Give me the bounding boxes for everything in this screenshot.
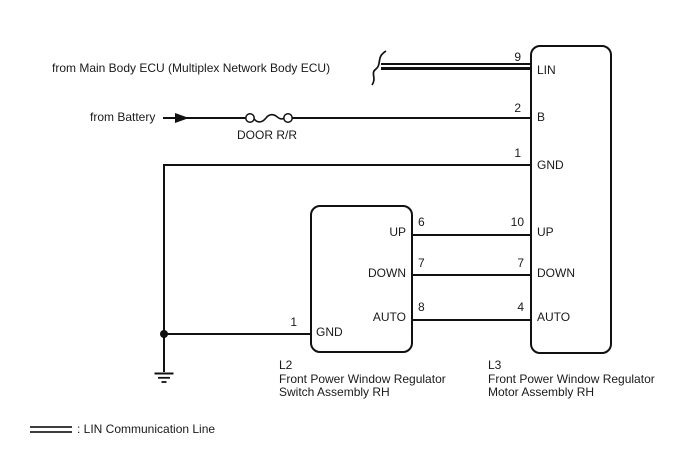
auto-wire bbox=[413, 319, 530, 321]
gnd-wire-vertical bbox=[163, 164, 165, 373]
motor-assembly-box bbox=[530, 45, 612, 354]
motor-assembly-id: L3 bbox=[488, 358, 502, 372]
pin-label-l3-b: B bbox=[537, 110, 546, 124]
battery-wire-segment bbox=[163, 117, 246, 119]
pin-number-l3-up: 10 bbox=[510, 215, 524, 229]
pin-number-l3-gnd: 1 bbox=[514, 146, 521, 160]
main-ecu-source-label: from Main Body ECU (Multiplex Network Bo… bbox=[52, 61, 331, 75]
switch-assembly-name-line2: Switch Assembly RH bbox=[279, 384, 390, 399]
pin-label-l2-up: UP bbox=[389, 225, 406, 239]
switch-assembly-name-line1: Front Power Window Regulator bbox=[279, 372, 446, 386]
ground-icon bbox=[154, 372, 174, 383]
relay-label: DOOR R/R bbox=[237, 128, 297, 142]
pin-label-l2-auto: AUTO bbox=[372, 310, 406, 324]
up-wire bbox=[413, 234, 530, 236]
pin-number-l2-down: 7 bbox=[418, 256, 425, 270]
battery-source-label: from Battery bbox=[90, 110, 156, 124]
pin-label-l3-auto: AUTO bbox=[537, 310, 571, 324]
pin-number-l2-up: 6 bbox=[418, 215, 425, 229]
motor-assembly-name-line2: Motor Assembly RH bbox=[488, 384, 595, 399]
pin-label-l3-up: UP bbox=[537, 225, 554, 239]
pin-number-l3-auto: 4 bbox=[517, 300, 524, 314]
pin-label-l3-gnd: GND bbox=[537, 158, 564, 172]
gnd-wire-horizontal bbox=[163, 164, 530, 166]
battery-arrow-icon bbox=[175, 113, 189, 123]
motor-assembly-name-line1: Front Power Window Regulator bbox=[488, 372, 655, 386]
l2-gnd-wire bbox=[164, 333, 310, 335]
lin-line-break-icon bbox=[371, 50, 387, 86]
down-wire bbox=[413, 274, 530, 276]
pin-label-l3-down: DOWN bbox=[537, 266, 575, 280]
switch-assembly-box bbox=[310, 205, 413, 353]
lin-communication-wire bbox=[381, 63, 530, 70]
switch-assembly-id: L2 bbox=[279, 358, 293, 372]
relay-icon bbox=[245, 113, 293, 123]
pin-label-l2-gnd: GND bbox=[316, 325, 343, 339]
pin-label-l2-down: DOWN bbox=[368, 266, 406, 280]
pin-label-l3-lin: LIN bbox=[537, 63, 556, 77]
legend-lin-line-label: : LIN Communication Line bbox=[77, 422, 216, 436]
pin-number-l3-down: 7 bbox=[517, 256, 524, 270]
pin-number-l2-gnd: 1 bbox=[290, 315, 297, 329]
legend-lin-line-sample bbox=[30, 426, 72, 433]
battery-wire-to-b-pin bbox=[292, 117, 530, 119]
pin-number-l3-b: 2 bbox=[514, 101, 521, 115]
pin-number-l3-lin: 9 bbox=[514, 50, 521, 64]
pin-number-l2-auto: 8 bbox=[418, 300, 425, 314]
